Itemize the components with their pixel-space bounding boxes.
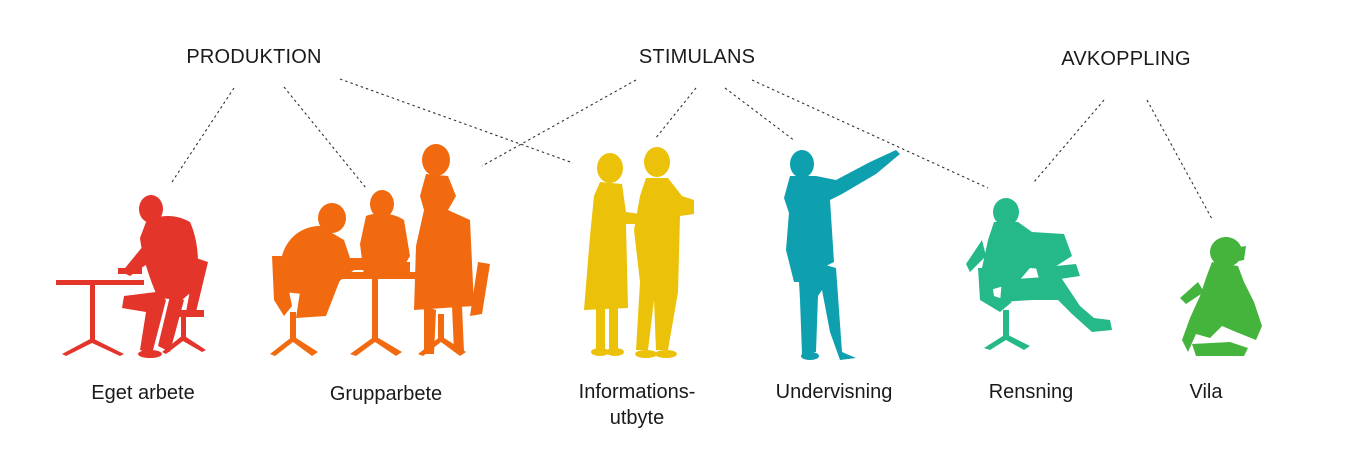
activity-eget-arbete: Eget arbete xyxy=(91,382,195,404)
connector-stimulans-informationsutbyte xyxy=(654,87,697,140)
connector-stimulans-rensning xyxy=(751,79,989,189)
activity-informationsutbyte-line2: utbyte xyxy=(609,407,665,429)
connector-produktion-eget-arbete xyxy=(171,87,235,183)
group-working-icon xyxy=(270,144,490,356)
connector-avkoppling-vila xyxy=(1146,99,1213,220)
connector-avkoppling-rensning xyxy=(1033,99,1105,183)
person-reading-in-chair-icon xyxy=(966,198,1112,350)
connector-produktion-informationsutbyte xyxy=(339,78,574,164)
two-people-talking-icon xyxy=(584,147,694,358)
activity-grupparbete: Grupparbete xyxy=(329,383,443,405)
activity-vila: Vila xyxy=(1189,381,1223,403)
activity-undervisning: Undervisning xyxy=(775,381,893,403)
person-pointing-icon xyxy=(784,150,900,360)
activity-informationsutbyte-line1: Informations- xyxy=(578,381,696,403)
activity-informationsutbyte: Informations- utbyte xyxy=(579,379,696,431)
person-crouching-icon xyxy=(1180,237,1262,356)
connector-stimulans-grupparbete xyxy=(481,79,637,167)
person-writing-at-table-icon xyxy=(56,195,208,358)
activity-rensning: Rensning xyxy=(988,381,1074,403)
category-stimulans: STIMULANS xyxy=(638,46,756,68)
category-produktion: PRODUKTION xyxy=(186,46,322,68)
connector-produktion-grupparbete xyxy=(283,86,367,189)
connector-stimulans-undervisning xyxy=(724,87,796,142)
connection-lines xyxy=(171,78,1213,220)
category-avkoppling: AVKOPPLING xyxy=(1061,48,1191,70)
